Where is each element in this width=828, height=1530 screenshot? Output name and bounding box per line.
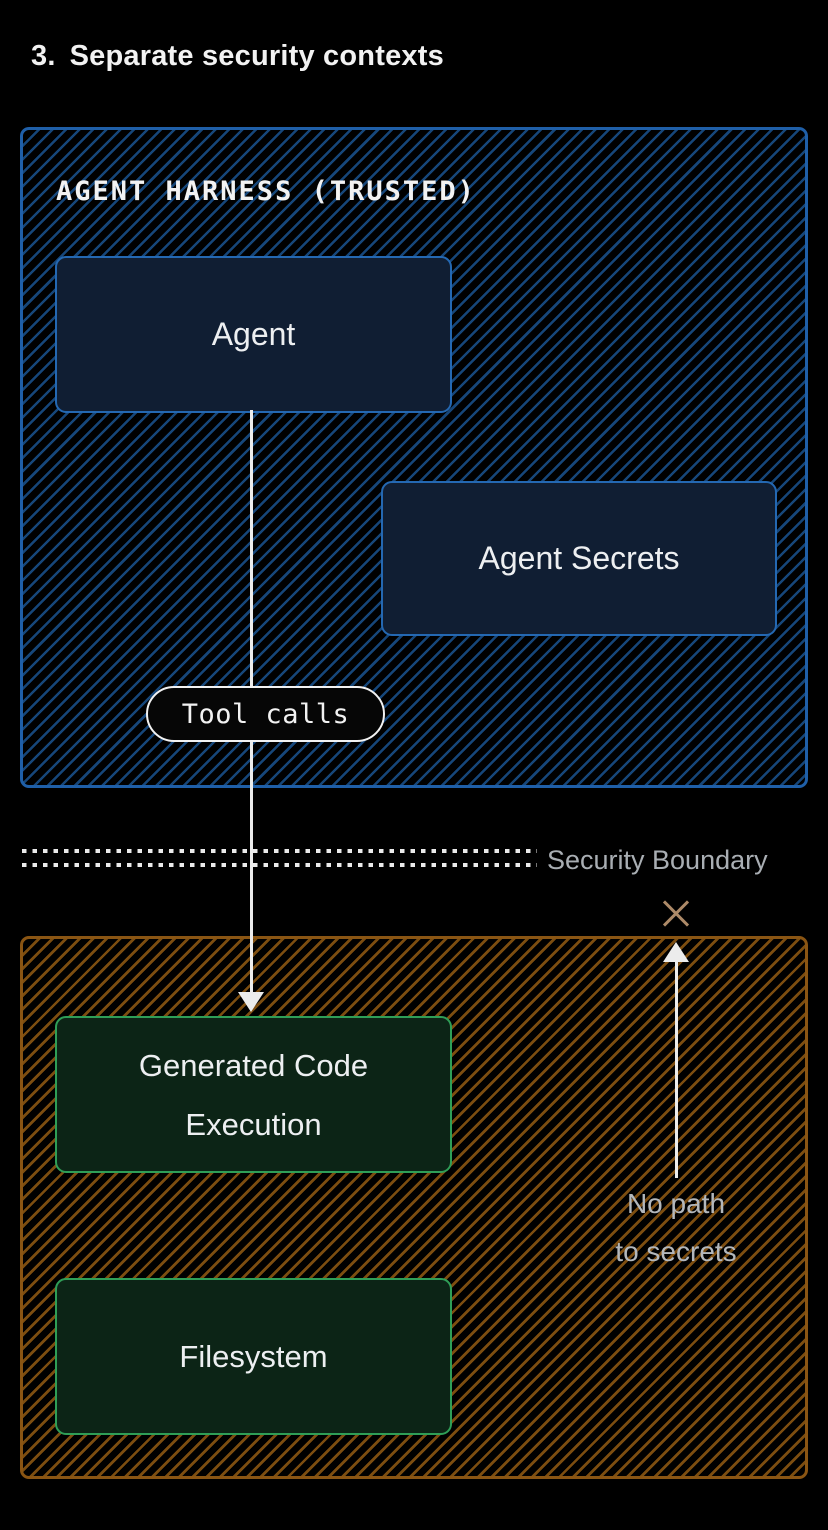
agent-node-label: Agent — [211, 316, 296, 352]
filesystem-node-label: Filesystem — [179, 1339, 328, 1374]
generated-code-node-label-line2: Execution — [185, 1106, 322, 1142]
no-path-label-line1: No path — [626, 1188, 726, 1219]
generated-code-node: Generated Code Execution — [55, 1016, 452, 1173]
trusted-zone-label: AGENT HARNESS (TRUSTED) — [56, 176, 476, 207]
security-boundary-label: Security Boundary — [547, 845, 768, 875]
no-path-arrow — [674, 960, 678, 1178]
security-boundary-dash-row — [22, 849, 537, 853]
no-path-x-icon — [662, 899, 690, 927]
filesystem-node: Filesystem — [55, 1278, 452, 1435]
agent-node: Agent — [55, 256, 452, 413]
diagram-title: 3. Separate security contexts — [31, 40, 444, 73]
tool-calls-pill-label: Tool calls — [181, 698, 350, 730]
security-boundary-dash-row — [22, 863, 537, 867]
trusted-zone: AGENT HARNESS (TRUSTED) Agent Agent Secr… — [20, 127, 808, 788]
no-path-label: No path to secrets — [566, 1180, 786, 1276]
agent-secrets-node: Agent Secrets — [381, 481, 777, 636]
arrow-head-down-icon — [238, 992, 264, 1012]
tool-calls-pill: Tool calls — [146, 686, 385, 742]
title-text: Separate security contexts — [69, 40, 444, 72]
generated-code-node-label-line1: Generated Code — [138, 1047, 369, 1083]
no-path-label-line2: to secrets — [615, 1236, 737, 1267]
security-boundary-line — [22, 849, 537, 867]
arrow-head-up-icon — [663, 942, 689, 962]
title-number: 3. — [31, 40, 56, 72]
agent-secrets-node-label: Agent Secrets — [478, 540, 680, 576]
